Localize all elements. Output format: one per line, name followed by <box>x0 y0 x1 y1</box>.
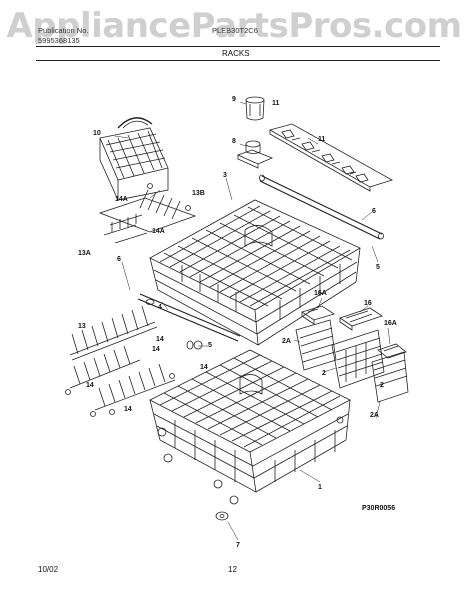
page-number: 12 <box>228 565 237 574</box>
callout-13: 13 <box>78 323 86 330</box>
callout-11: 11 <box>318 136 326 143</box>
rail-part-6-right <box>259 174 384 240</box>
publication-label: Publication No. <box>38 26 89 35</box>
callout-2a: 2A <box>370 412 379 419</box>
basket-lids-16 <box>301 305 407 359</box>
callout-14: 14 <box>152 346 160 353</box>
callout-5: 5 <box>376 264 380 271</box>
track-part-11 <box>268 123 394 192</box>
callout-16a: 16A <box>384 320 397 327</box>
callout-6: 6 <box>117 256 121 263</box>
bracket-part-8 <box>236 140 274 169</box>
diagram-code: P30R0056 <box>362 505 396 512</box>
callout-14a: 14A <box>152 228 165 235</box>
callout-14: 14 <box>156 336 164 343</box>
rail-part-6-left <box>137 293 241 350</box>
callout-5: 5 <box>208 342 212 349</box>
header-rule-bottom <box>36 60 440 61</box>
header-rule-top <box>36 46 440 47</box>
callout-16a: 16A <box>314 290 327 297</box>
callout-2: 2 <box>322 370 326 377</box>
basket-part-10 <box>99 117 169 201</box>
watermark-text: AppliancePartsPros.com <box>6 6 462 46</box>
footer-date: 10/02 <box>38 565 59 574</box>
callout-16: 16 <box>364 300 372 307</box>
callout-14a: 14A <box>115 196 128 203</box>
small-baskets-2 <box>295 319 409 403</box>
wheel-part-7 <box>215 511 229 521</box>
tine-rows-14 <box>65 305 194 417</box>
publication-number: 5995368135 <box>38 36 80 45</box>
callout-6: 6 <box>372 208 376 215</box>
callout-2: 2 <box>380 382 384 389</box>
upper-rack-part-3 <box>149 199 361 346</box>
section-title: RACKS <box>222 49 250 58</box>
leader-lines <box>114 101 391 541</box>
hub-part-9 <box>245 96 265 121</box>
callout-9: 9 <box>232 96 236 103</box>
tine-assembly-13 <box>98 183 197 244</box>
callout-14: 14 <box>86 382 94 389</box>
callout-3: 3 <box>223 172 227 179</box>
callout-14: 14 <box>124 406 132 413</box>
callout-14: 14 <box>200 364 208 371</box>
model-number: PLEB30T2C6 <box>212 26 258 35</box>
callout-13a: 13A <box>78 250 91 257</box>
callout-11: 11 <box>272 100 280 107</box>
callout-2a: 2A <box>282 338 291 345</box>
lower-rack-part-1 <box>149 349 351 505</box>
callout-1: 1 <box>318 484 322 491</box>
callout-10: 10 <box>93 130 101 137</box>
callout-4: 4 <box>158 304 162 311</box>
callout-8: 8 <box>232 138 236 145</box>
callout-7: 7 <box>236 542 240 549</box>
callout-13b: 13B <box>192 190 205 197</box>
